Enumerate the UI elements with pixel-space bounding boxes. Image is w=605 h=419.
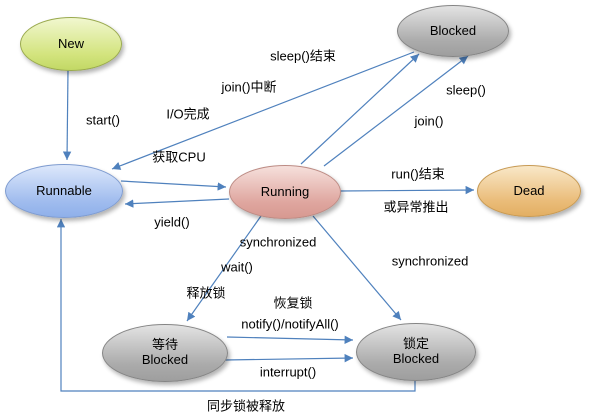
node-running: Running <box>229 165 341 219</box>
arrow-running-to-locked-synchronized <box>312 215 402 321</box>
arrow-running-to-dead <box>339 185 475 195</box>
arrow-running-to-waiting <box>186 215 262 322</box>
edge-label-join-interrupt: join()中断 <box>221 79 277 95</box>
edge-label-notify: notify()/notifyAll() <box>241 316 339 332</box>
edge-label-interrupt: interrupt() <box>259 364 317 380</box>
arrow-running-to-runnable-yield <box>124 198 230 208</box>
node-waiting-blocked-label-cn: 等待 <box>151 337 178 353</box>
edge-label-sleep: sleep() <box>446 82 486 98</box>
arrow-running-to-blocked-join <box>300 53 420 165</box>
node-blocked-label: Blocked <box>429 22 477 38</box>
edge-label-join: join() <box>414 113 444 129</box>
edge-label-acquire-cpu: 获取CPU <box>152 149 206 165</box>
arrow-waiting-to-locked-interrupt <box>224 353 354 363</box>
node-dead-label: Dead <box>513 182 545 198</box>
node-dead: Dead <box>477 165 581 217</box>
node-new-label: New <box>57 35 84 51</box>
node-waiting-blocked: 等待 Blocked <box>102 324 228 382</box>
edge-label-restore-lock: 恢复锁 <box>273 295 313 311</box>
edge-label-yield: yield() <box>154 214 190 230</box>
arrow-running-to-blocked-sleep <box>323 55 469 167</box>
edge-label-synchronized-wait: synchronized <box>239 234 317 250</box>
node-locked-blocked: 锁定 Blocked <box>356 323 476 381</box>
arrow-blocked-to-runnable <box>111 51 415 170</box>
node-new: New <box>20 17 122 71</box>
edge-label-start: start() <box>86 112 120 128</box>
edge-label-run-end: run()结束 <box>391 166 445 182</box>
arrow-locked-to-runnable <box>56 219 416 392</box>
edge-label-wait: wait() <box>221 259 253 275</box>
edge-label-sleep-end: sleep()结束 <box>270 48 336 64</box>
edge-label-io-complete: I/O完成 <box>166 106 210 122</box>
node-runnable-label: Runnable <box>36 182 92 198</box>
arrow-waiting-to-locked-notify <box>226 335 354 344</box>
edge-label-release-lock: 释放锁 <box>186 285 226 301</box>
arrow-new-to-runnable <box>62 69 72 161</box>
node-locked-blocked-label-en: Blocked <box>392 351 440 366</box>
node-blocked: Blocked <box>397 5 509 57</box>
node-locked-blocked-label-cn: 锁定 <box>402 336 429 352</box>
edge-label-or-abnormal-exit: 或异常推出 <box>383 199 449 215</box>
node-runnable: Runnable <box>5 164 123 218</box>
node-running-label: Running <box>260 183 310 199</box>
edge-label-sync-lock-released: 同步锁被释放 <box>206 398 286 414</box>
edge-label-synchronized-lock: synchronized <box>391 253 469 269</box>
node-waiting-blocked-label-en: Blocked <box>141 352 189 367</box>
arrow-runnable-to-running <box>120 180 227 191</box>
